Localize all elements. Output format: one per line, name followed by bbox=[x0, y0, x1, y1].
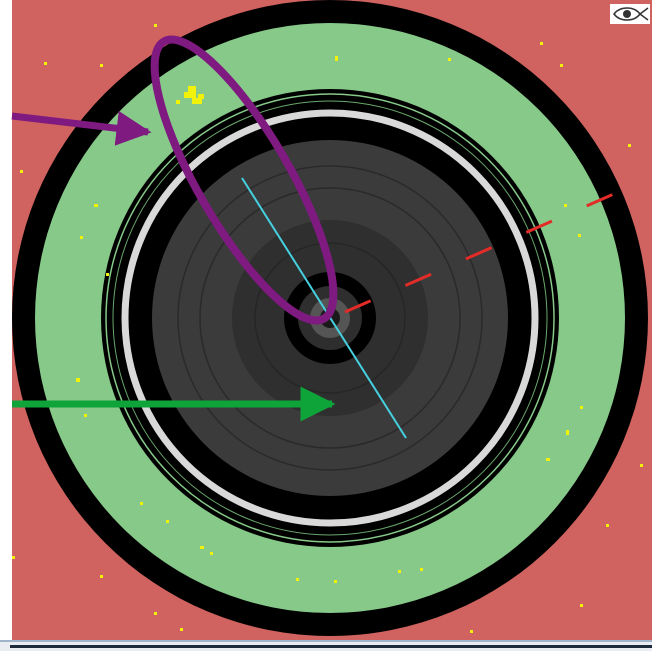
deposit-cluster bbox=[176, 100, 180, 104]
deposit-dot bbox=[580, 604, 583, 607]
eye-fish-icon[interactable] bbox=[610, 4, 650, 24]
deposit-cluster bbox=[184, 92, 196, 98]
scrollbar-track bbox=[10, 645, 652, 648]
tracker-ring-1 bbox=[177, 165, 483, 471]
deposit-dot bbox=[12, 556, 15, 559]
deposit-dot bbox=[566, 430, 569, 435]
deposit-dot bbox=[420, 568, 423, 571]
deposit-dot bbox=[578, 234, 581, 237]
cyan-track bbox=[241, 177, 407, 439]
white-muon-ring bbox=[121, 109, 539, 527]
deposit-dot bbox=[154, 612, 157, 615]
tracker-ring-2 bbox=[199, 187, 461, 449]
energy-deposits bbox=[12, 24, 643, 633]
deposit-dot bbox=[166, 520, 169, 523]
thin-ring-green bbox=[105, 93, 555, 543]
deposit-dot bbox=[564, 204, 567, 207]
deposit-dot bbox=[334, 580, 337, 583]
deposit-dot bbox=[100, 575, 103, 578]
deposit-cluster bbox=[192, 98, 202, 104]
deposit-dot bbox=[606, 524, 609, 527]
deposit-dot bbox=[398, 570, 401, 573]
deposit-dot bbox=[80, 236, 83, 239]
deposit-dot bbox=[296, 578, 299, 581]
deposit-dot bbox=[94, 204, 98, 207]
deposit-cluster bbox=[188, 86, 196, 92]
deposit-dot bbox=[335, 56, 338, 61]
deposit-dot bbox=[560, 64, 563, 67]
deposit-dot bbox=[200, 546, 204, 549]
deposit-dot bbox=[546, 458, 550, 461]
deposit-dot bbox=[44, 62, 47, 65]
deposit-dot bbox=[448, 58, 451, 61]
deposit-dot bbox=[180, 628, 183, 631]
deposit-dot bbox=[154, 24, 157, 27]
deposit-dot bbox=[640, 464, 643, 467]
deposit-dot bbox=[100, 64, 103, 67]
red-dashed-track bbox=[344, 184, 633, 314]
deposit-dot bbox=[470, 630, 473, 633]
deposit-dot bbox=[580, 406, 583, 409]
deposit-dot bbox=[628, 144, 631, 147]
highlight-ellipse bbox=[150, 35, 338, 325]
deposit-cluster bbox=[198, 94, 204, 99]
deposit-dot bbox=[140, 502, 143, 505]
bottom-scrollbar[interactable] bbox=[0, 640, 652, 651]
deposit-dot bbox=[540, 42, 543, 45]
deposit-dot bbox=[84, 414, 87, 417]
purple-arrow bbox=[11, 110, 152, 146]
deposit-dot bbox=[20, 170, 23, 173]
deposit-dot bbox=[210, 552, 213, 555]
left-margin-strip bbox=[0, 0, 12, 640]
thin-ring-green-2 bbox=[112, 100, 548, 536]
deposit-dot bbox=[106, 273, 109, 276]
deposit-dot bbox=[76, 378, 80, 382]
